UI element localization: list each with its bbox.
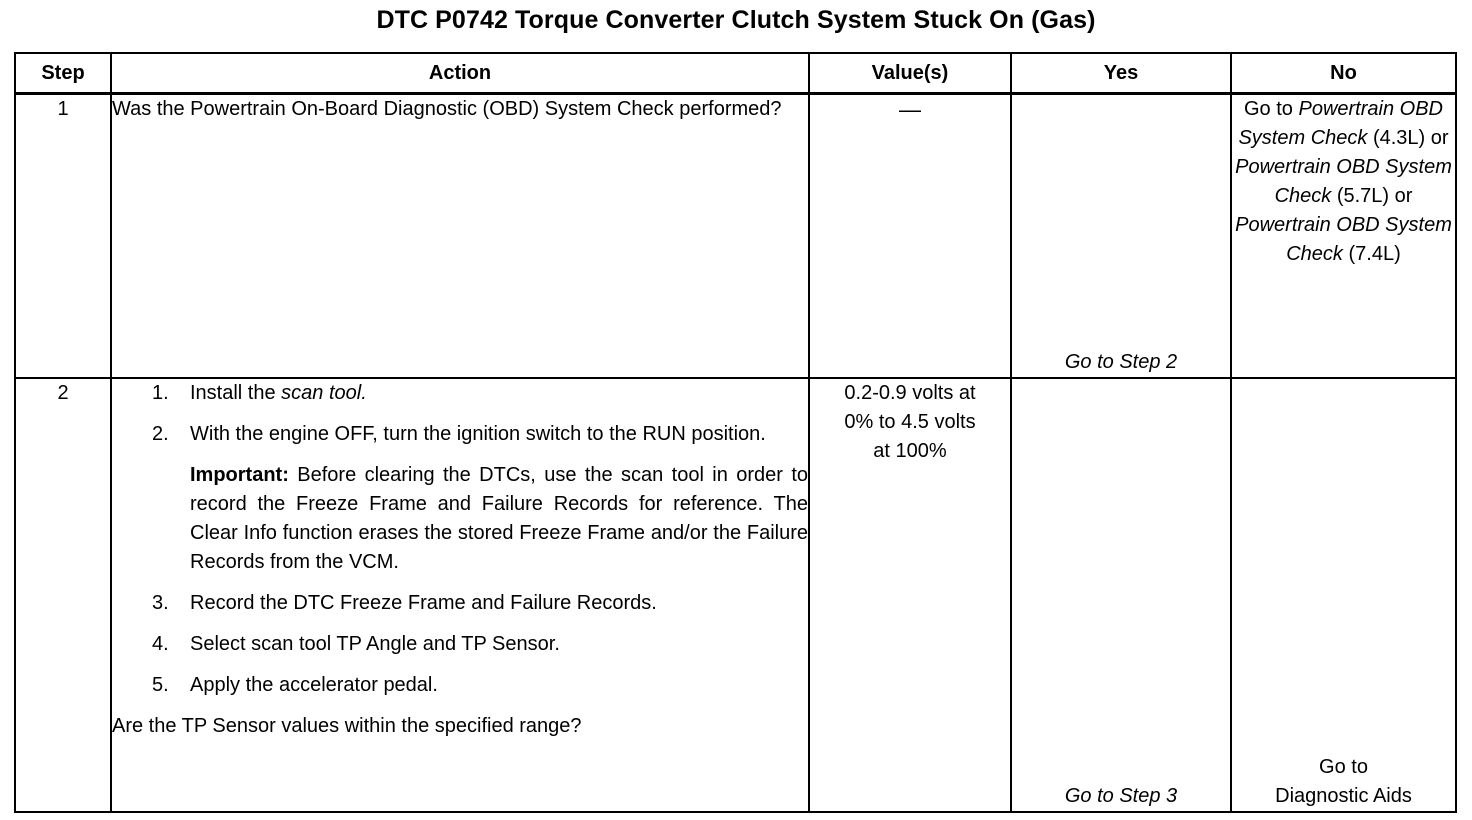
no-goto-lead: Go to — [1244, 98, 1299, 120]
list-item-number: 3. — [152, 592, 169, 614]
yes-goto-reference: Go to Step 2 — [1064, 351, 1178, 373]
page-title: DTC P0742 Torque Converter Clutch System… — [376, 6, 1096, 34]
no-reference-1-suffix: (4.3L) or — [1367, 127, 1449, 149]
list-item: 5. Apply the accelerator pedal. — [112, 671, 808, 700]
step-number: 2 — [14, 377, 112, 813]
no-reference-3: Powertrain OBD System Check — [1235, 214, 1452, 265]
value-cell: 0.2-0.9 volts at 0% to 4.5 volts at 100% — [808, 377, 1012, 813]
list-item-number: 2. — [152, 423, 169, 445]
action-question: Was the Powertrain On-Board Diagnostic (… — [112, 98, 782, 120]
action-step-list: 1. Install the scan tool. 2. With the engi… — [112, 379, 808, 449]
no-goto-reference: Diagnostic Aids — [1275, 785, 1412, 807]
list-item-text-italic: scan tool. — [281, 382, 367, 404]
list-item-number: 4. — [152, 633, 169, 655]
list-item-text: Install the — [190, 382, 282, 404]
list-item: 2. With the engine OFF, turn the ignition… — [112, 420, 808, 449]
action-step-list-continued: 3. Record the DTC Freeze Frame and Failur… — [112, 589, 808, 700]
list-item-text: With the engine OFF, turn the ignition s… — [190, 423, 766, 445]
column-header-value: Value(s) — [808, 52, 1012, 95]
no-cell: Go to Powertrain OBD System Check (4.3L)… — [1230, 92, 1457, 379]
no-reference-3-suffix: (7.4L) — [1342, 243, 1401, 265]
action-cell: 1. Install the scan tool. 2. With the engi… — [110, 377, 810, 813]
list-item-number: 1. — [152, 382, 169, 404]
list-item: 3. Record the DTC Freeze Frame and Failur… — [112, 589, 808, 618]
column-header-step: Step — [14, 52, 112, 95]
list-item-text: Select scan tool TP Angle and TP Sensor. — [190, 633, 560, 655]
no-reference-2: Powertrain OBD System Check — [1235, 156, 1452, 207]
value-cell: — — [808, 92, 1012, 379]
column-header-no: No — [1230, 52, 1457, 95]
column-header-action: Action — [110, 52, 810, 95]
important-text: Before clearing the DTCs, use the scan t… — [190, 464, 808, 573]
value-line-1: 0.2-0.9 volts at — [844, 382, 976, 404]
list-item: 1. Install the scan tool. — [112, 379, 808, 408]
list-item: 4. Select scan tool TP Angle and TP Senso… — [112, 630, 808, 659]
list-item-text: Record the DTC Freeze Frame and Failure … — [190, 592, 657, 614]
table-row: 2 1. Install the scan tool. 2. With the en… — [14, 377, 1457, 813]
no-cell: Go to Diagnostic Aids — [1230, 377, 1457, 813]
action-cell: Was the Powertrain On-Board Diagnostic (… — [110, 92, 810, 379]
step-number: 1 — [14, 92, 112, 379]
column-header-yes: Yes — [1010, 52, 1232, 95]
no-reference-2-suffix: (5.7L) or — [1331, 185, 1413, 207]
yes-goto-reference: Go to Step 3 — [1064, 785, 1178, 807]
table-row: 1 Was the Powertrain On-Board Diagnostic… — [14, 92, 1457, 379]
no-reference-1: Powertrain OBD System Check — [1238, 98, 1443, 149]
list-item-number: 5. — [152, 674, 169, 696]
yes-cell: Go to Step 3 — [1010, 377, 1232, 813]
value-line-3: at 100% — [873, 440, 947, 462]
table-header-row: Step Action Value(s) Yes No — [14, 52, 1457, 95]
list-item-text: Apply the accelerator pedal. — [190, 674, 438, 696]
diagnostic-table: Step Action Value(s) Yes No 1 Was the Po… — [14, 52, 1457, 813]
value-dash: — — [899, 97, 921, 122]
action-question: Are the TP Sensor values within the spec… — [112, 715, 582, 737]
important-note: Important: Before clearing the DTCs, use… — [112, 461, 808, 577]
no-goto-lead: Go to — [1319, 756, 1368, 778]
yes-cell: Go to Step 2 — [1010, 92, 1232, 379]
value-line-2: 0% to 4.5 volts — [844, 411, 976, 433]
important-label: Important: — [190, 464, 289, 486]
